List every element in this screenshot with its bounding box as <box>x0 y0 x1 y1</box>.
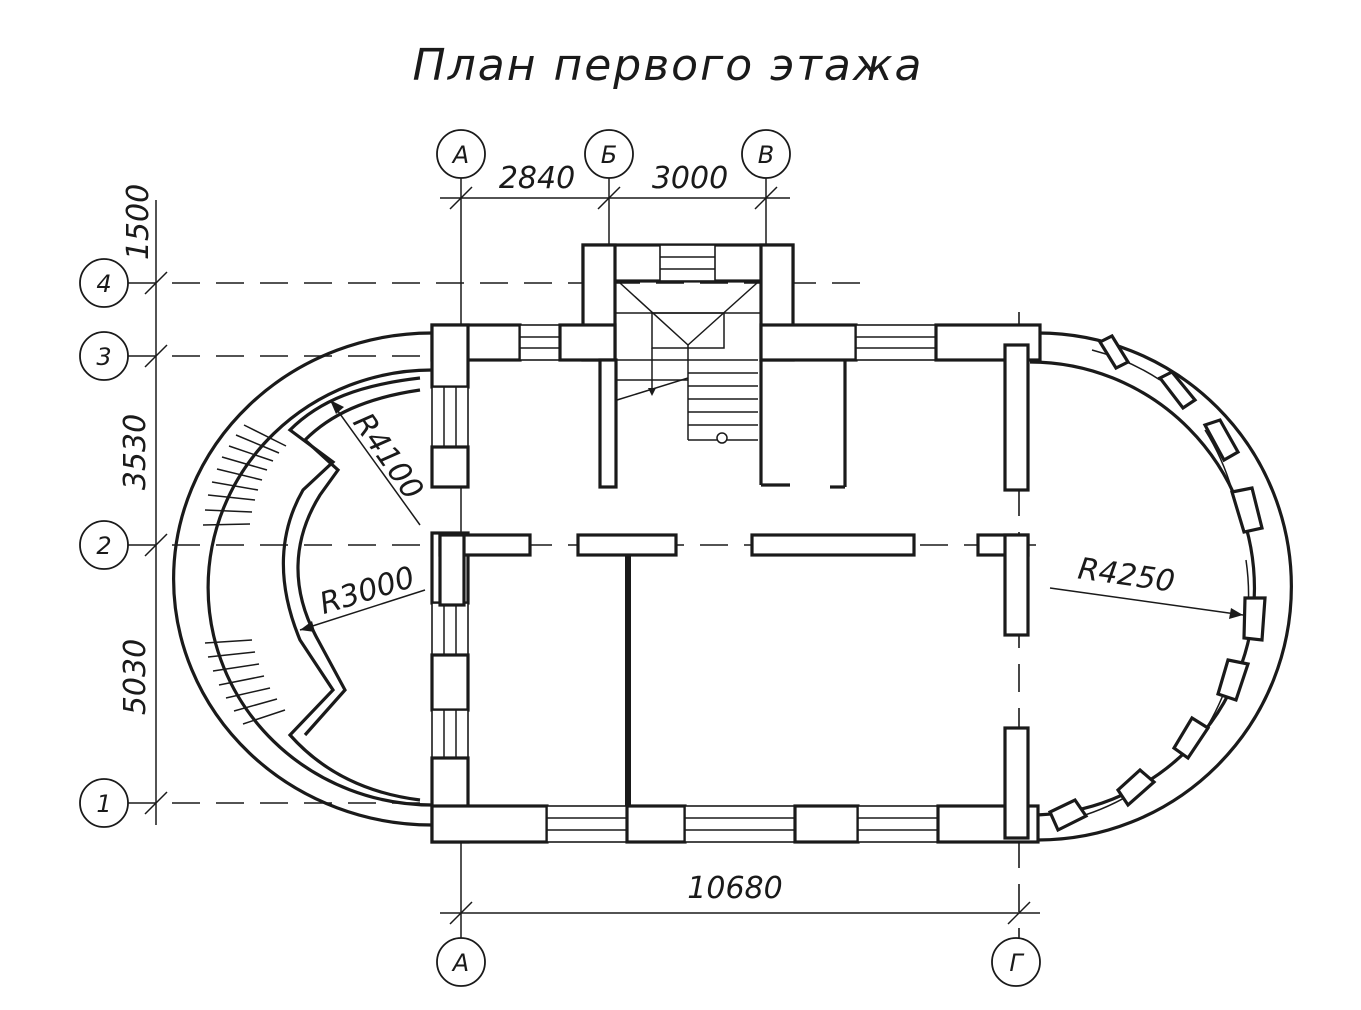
dim-2840: 2840 <box>499 161 575 196</box>
tower-staircase <box>615 282 761 444</box>
axis-label-a-bottom: А <box>451 949 469 977</box>
axis-label-1: 1 <box>96 790 111 818</box>
right-curved-wing <box>1029 331 1294 842</box>
axis-label-4: 4 <box>96 270 111 298</box>
axis-bubble-3 <box>79 331 129 381</box>
axis-label-2: 2 <box>96 532 111 560</box>
dim-3000: 3000 <box>652 161 728 196</box>
axis-label-v-top: В <box>758 141 774 169</box>
dimension-lines <box>144 186 1040 925</box>
radius-r3000: R3000 <box>316 560 419 622</box>
radius-r4100: R4100 <box>346 407 430 507</box>
axis-label-3: 3 <box>96 343 111 371</box>
curved-stair-lower <box>204 639 286 725</box>
axis-bubble-a-bottom <box>436 937 486 987</box>
axis-bubble-1 <box>79 778 129 828</box>
axis-label-a-top: А <box>451 141 469 169</box>
axis-bubble-a-top <box>436 129 486 179</box>
left-curved-wing <box>172 331 433 827</box>
plan-title: План первого этажа <box>413 40 924 91</box>
dim-5030: 5030 <box>118 639 153 715</box>
curved-stair-upper <box>202 424 287 526</box>
radius-r4250: R4250 <box>1076 551 1177 599</box>
axis-bubble-b-top <box>584 129 634 179</box>
axis-bubble-4 <box>79 258 129 308</box>
axis-bubble-g-bottom <box>991 937 1041 987</box>
axis-label-b-top: Б <box>601 141 617 169</box>
axis-bubbles: А Б В А Г 4 3 2 1 <box>79 129 1041 987</box>
axis-label-g-bottom: Г <box>1009 949 1024 977</box>
dim-10680: 10680 <box>687 871 782 906</box>
dim-1500: 1500 <box>121 184 156 260</box>
main-walls <box>430 243 1042 844</box>
axis-bubble-2 <box>79 520 129 570</box>
dim-3530: 3530 <box>118 414 153 490</box>
axis-bubble-v-top <box>741 129 791 179</box>
